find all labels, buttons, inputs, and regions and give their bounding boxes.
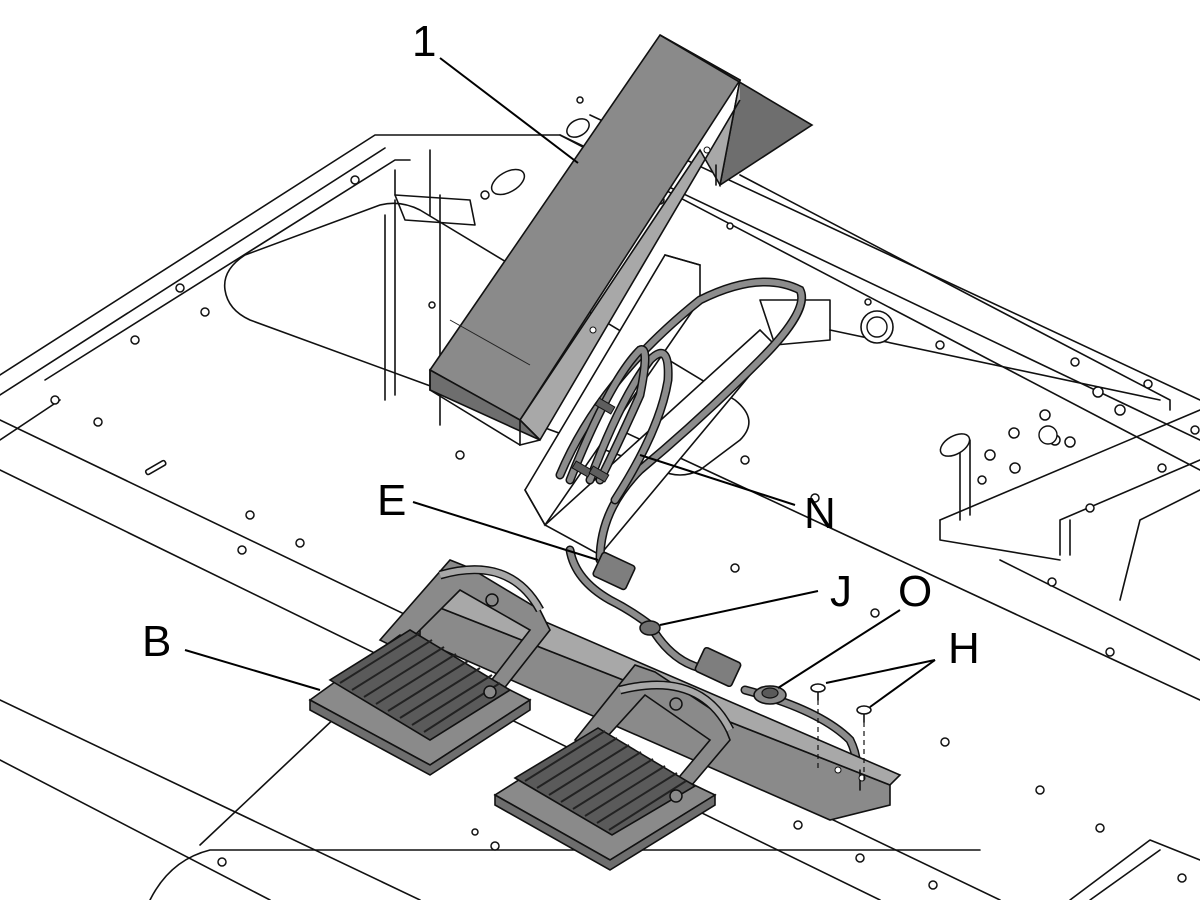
callout-labels: 1 E N J O B H [142, 17, 980, 673]
callout-j: J [830, 567, 852, 616]
leader-lines [184, 57, 936, 708]
callout-b: B [142, 617, 171, 666]
callout-1: 1 [412, 17, 436, 66]
screws-h [810, 683, 872, 780]
cable-cover [428, 33, 814, 447]
foot-pedal-left [308, 559, 551, 776]
callout-n: N [804, 489, 836, 538]
callout-h: H [948, 624, 980, 673]
bumpers [490, 118, 971, 457]
foot-pedal-right [493, 664, 735, 871]
callout-o: O [898, 567, 932, 616]
grommet-o [753, 685, 787, 705]
rivets [50, 96, 1200, 890]
grommet [860, 310, 1058, 445]
foot-pedal-left-ribs [339, 593, 501, 733]
callout-e: E [377, 476, 406, 525]
foot-pedal-right-ribs [524, 697, 687, 831]
